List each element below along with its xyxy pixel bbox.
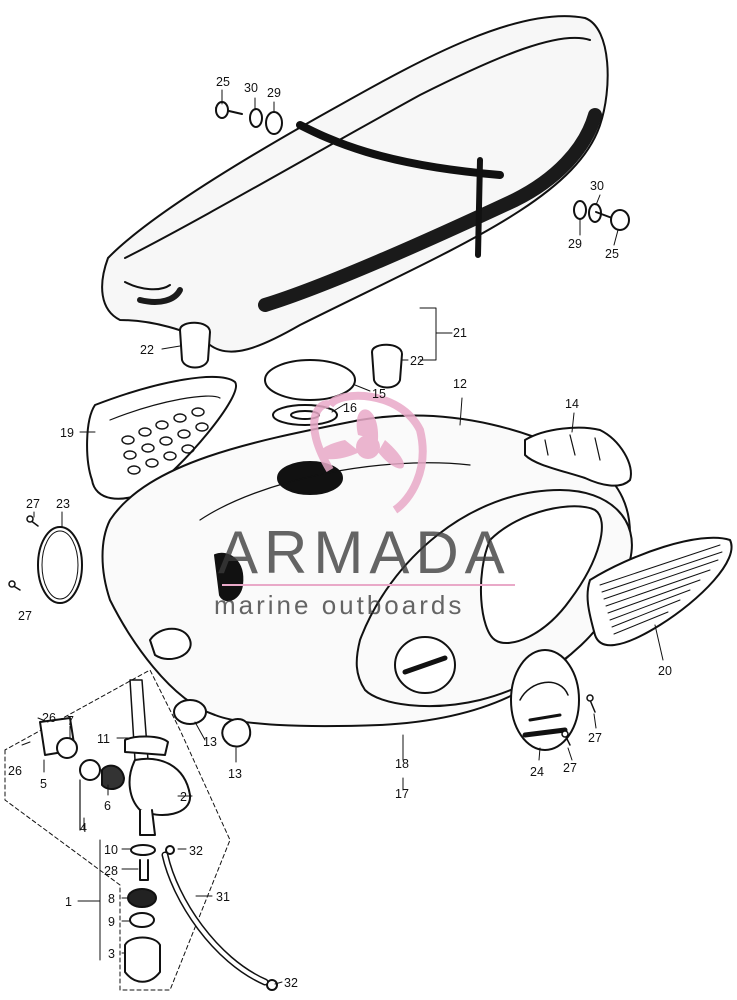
tank-rubber-mount <box>524 426 632 487</box>
callout-label: 24 <box>530 765 544 779</box>
callout-label: 17 <box>395 787 409 801</box>
callout-label: 16 <box>343 401 357 415</box>
callout-label: 8 <box>108 892 115 906</box>
fuel-cock <box>39 679 278 991</box>
callout-label: 1 <box>65 895 72 909</box>
callout-label: 27 <box>563 761 577 775</box>
screws <box>8 515 596 746</box>
callout-label: 26 <box>8 764 22 778</box>
callout-label: 5 <box>40 777 47 791</box>
callout-label: 14 <box>565 397 579 411</box>
callout-label: 25 <box>605 247 619 261</box>
callout-label: 30 <box>590 179 604 193</box>
knee-pad-left <box>86 375 238 500</box>
callout-label: 27 <box>18 609 32 623</box>
callout-label: 25 <box>216 75 230 89</box>
callout-label: 21 <box>453 326 467 340</box>
callout-label: 10 <box>104 843 118 857</box>
callout-label: 26 <box>42 711 56 725</box>
callout-label: 29 <box>267 86 281 100</box>
leader-lines <box>21 89 664 985</box>
callout-label: 22 <box>410 354 424 368</box>
callout-label: 9 <box>108 915 115 929</box>
watermark-tagline: marine outboards <box>214 590 465 620</box>
propeller-logo-icon <box>310 391 427 514</box>
watermark-brand: ARMADA <box>218 519 511 586</box>
callout-label: 4 <box>80 821 87 835</box>
callout-label: 27 <box>588 731 602 745</box>
tank-cushion-rear <box>221 718 252 748</box>
callout-label: 19 <box>60 426 74 440</box>
callout-label: 20 <box>658 664 672 678</box>
callout-label: 23 <box>56 497 70 511</box>
callout-label: 7 <box>67 714 74 728</box>
knee-pad-right <box>586 536 733 647</box>
callout-label: 31 <box>216 890 230 904</box>
seat-bolt-left <box>215 101 283 135</box>
callout-label: 3 <box>108 947 115 961</box>
seat-cushion-left <box>179 321 211 369</box>
tank-emblem <box>510 649 580 751</box>
seat <box>101 15 609 353</box>
fuel-cock-group-outline <box>4 669 231 991</box>
callout-label: 32 <box>189 844 203 858</box>
callout-label: 22 <box>140 343 154 357</box>
seat-bolt-right <box>573 200 630 231</box>
side-cover <box>355 489 633 708</box>
callout-label: 12 <box>453 377 467 391</box>
callout-label: 13 <box>228 767 242 781</box>
callout-label: 6 <box>104 799 111 813</box>
callout-label: 29 <box>568 237 582 251</box>
callout-label: 11 <box>97 732 110 746</box>
tank-cushion-front <box>173 699 207 725</box>
callout-label: 32 <box>284 976 298 990</box>
callout-label: 18 <box>395 757 409 771</box>
callout-label: 27 <box>26 497 40 511</box>
filler-cap <box>264 359 356 401</box>
callout-label: 30 <box>244 81 258 95</box>
callout-label: 15 <box>372 387 386 401</box>
callout-label: 28 <box>104 864 118 878</box>
seat-cushion-right <box>371 343 403 389</box>
emblem-ring-gasket <box>37 526 83 604</box>
callout-labels: 25 30 29 30 29 25 21 22 22 15 16 12 14 1… <box>8 75 672 990</box>
callout-label: 2 <box>180 790 187 804</box>
callout-label: 13 <box>203 735 217 749</box>
